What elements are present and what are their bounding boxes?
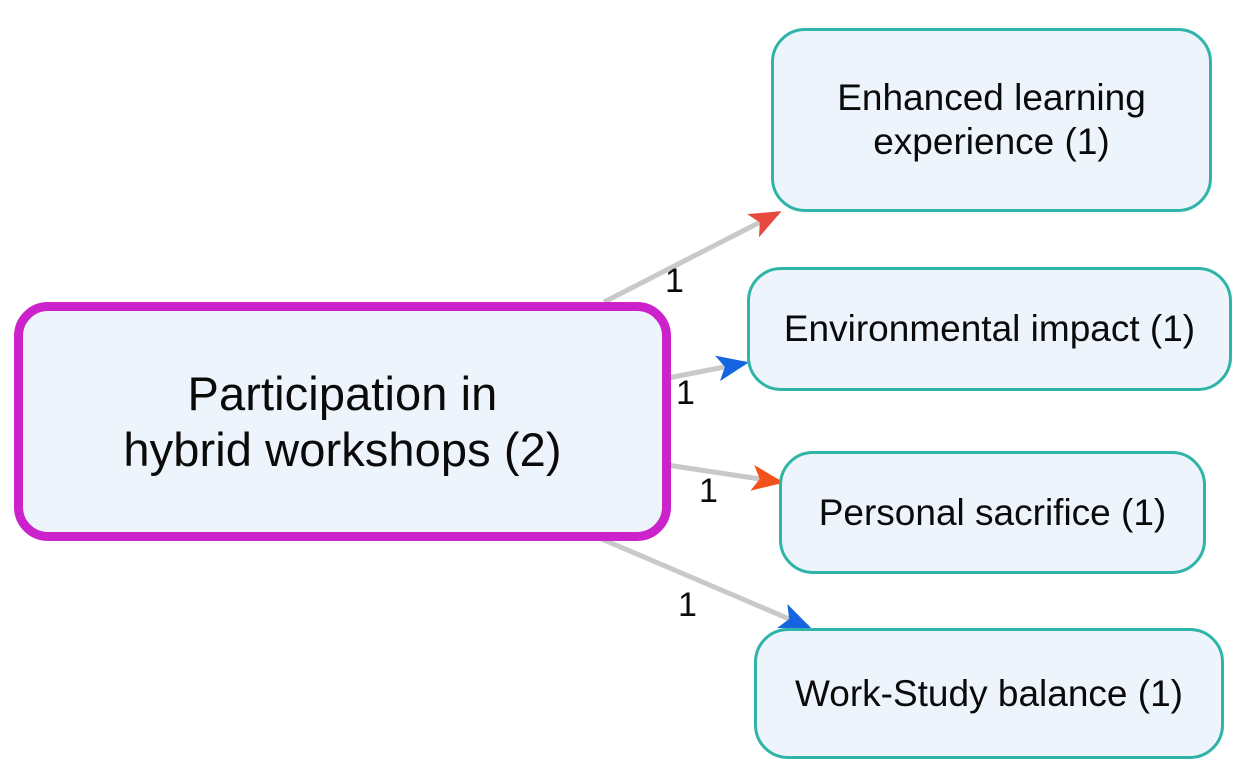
edge-root-to-personal-sacrifice <box>666 462 784 491</box>
edge-root-to-work-study-balance <box>596 534 812 630</box>
node-work-study-balance[interactable]: Work-Study balance (1) <box>754 628 1224 759</box>
node-personal-sacrifice[interactable]: Personal sacrifice (1) <box>779 451 1206 574</box>
node-enhanced-learning-experience[interactable]: Enhanced learning experience (1) <box>771 28 1212 212</box>
node-participation-in-hybrid-workshops[interactable]: Participation in hybrid workshops (2) <box>14 302 671 541</box>
edge-label-enhanced-learning: 1 <box>665 262 684 300</box>
edge-label-personal-sacrifice: 1 <box>699 472 718 510</box>
edge-label-environmental-impact: 1 <box>676 374 695 412</box>
edge-label-work-study-balance: 1 <box>678 586 697 624</box>
node-environmental-impact[interactable]: Environmental impact (1) <box>747 267 1232 391</box>
